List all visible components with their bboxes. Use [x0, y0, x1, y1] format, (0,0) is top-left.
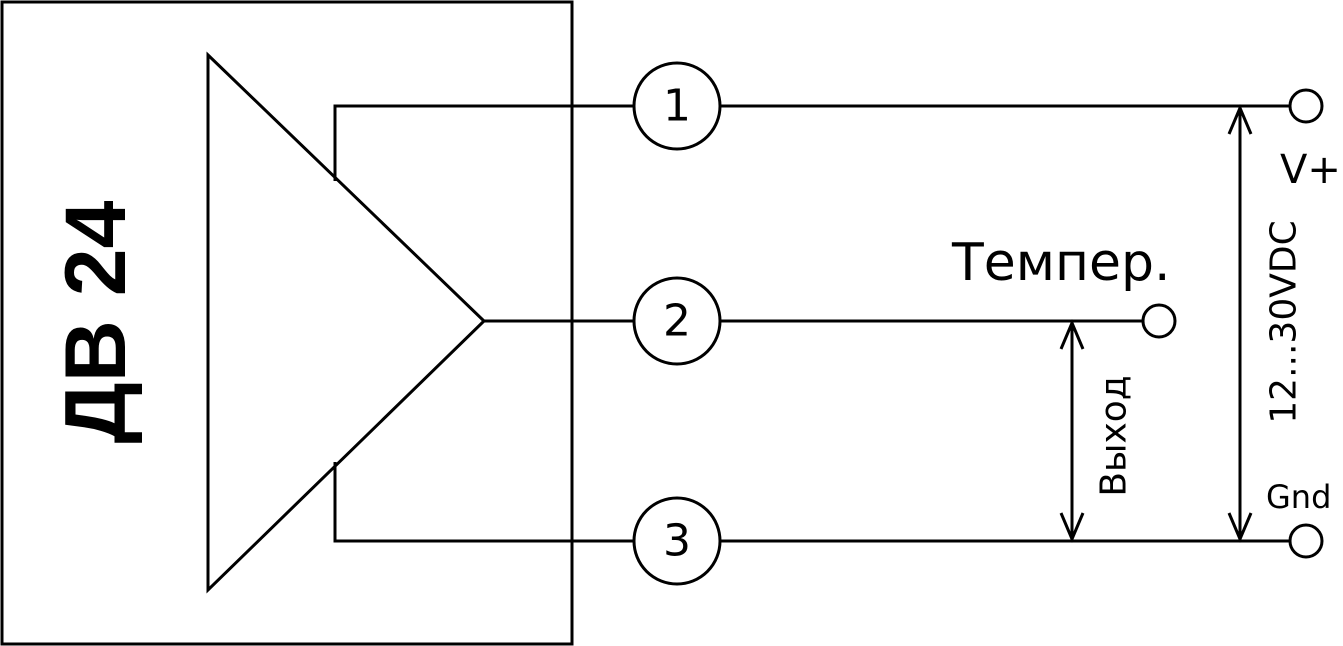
supply-voltage-label: 12...30VDC	[1264, 220, 1305, 423]
vplus-label: V+	[1280, 147, 1341, 193]
pin-2: 2	[632, 276, 722, 366]
device-housing	[0, 0, 574, 646]
output-voltage-arrow	[1059, 319, 1085, 543]
pin-number: 2	[663, 296, 691, 347]
supply-voltage-arrow	[1227, 104, 1253, 543]
temp-terminal-icon	[1141, 303, 1177, 339]
vplus-terminal-icon	[1288, 88, 1324, 124]
pin-circle	[632, 496, 722, 586]
gnd-terminal-icon	[1288, 523, 1324, 559]
pin-number: 1	[663, 81, 691, 132]
wire-ground-internal	[333, 462, 634, 543]
pin-circle	[632, 61, 722, 151]
wire-supply-internal	[333, 104, 634, 181]
temperature-label: Темпер.	[951, 233, 1171, 293]
arrow-up-icon	[1227, 104, 1253, 135]
pin-3: 3	[632, 496, 722, 586]
arrow-down-icon	[1059, 512, 1085, 543]
gnd-label: Gnd	[1266, 478, 1331, 516]
arrow-down-icon	[1227, 512, 1253, 543]
output-label: Выход	[1094, 375, 1135, 496]
amplifier-triangle-icon	[206, 51, 487, 594]
pin-circle	[632, 276, 722, 366]
device-name-label: ДВ 24	[48, 200, 144, 443]
pin-number: 3	[663, 516, 691, 567]
pin-1: 1	[632, 61, 722, 151]
arrow-up-icon	[1059, 319, 1085, 350]
